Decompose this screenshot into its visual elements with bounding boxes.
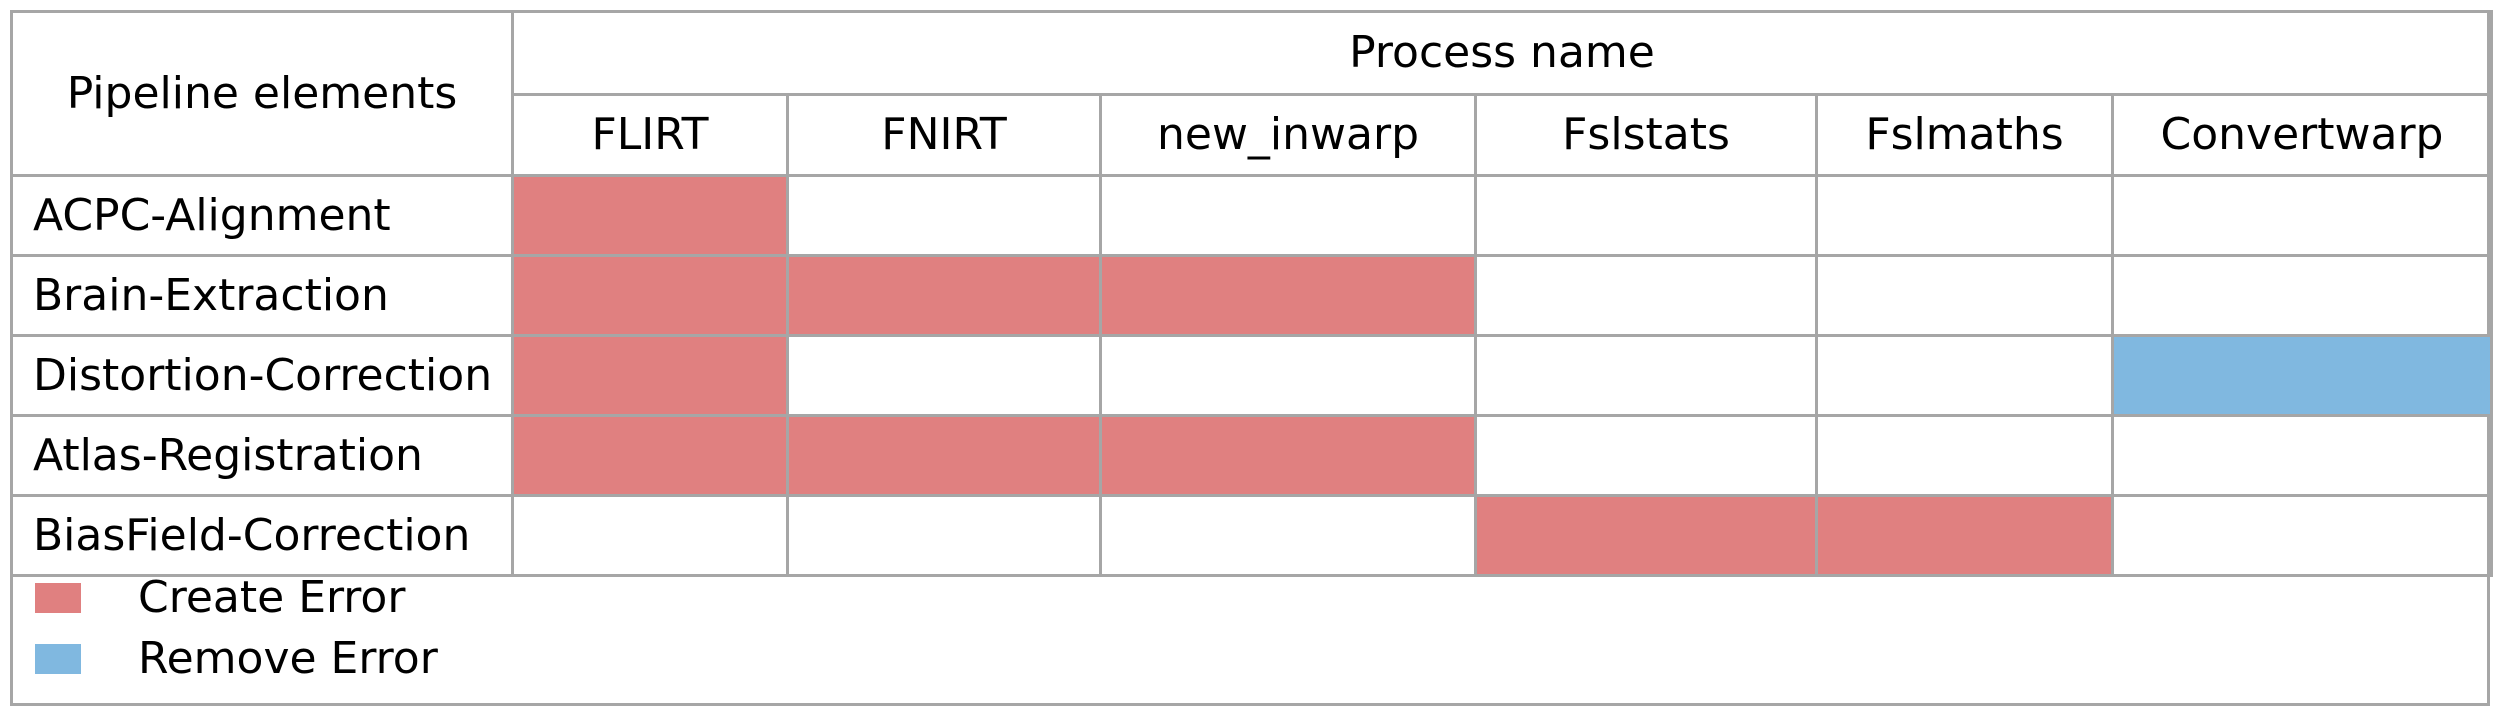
column-header-flirt: FLIRT <box>511 93 789 177</box>
matrix-cell <box>2111 414 2493 497</box>
matrix-cell <box>2111 334 2493 417</box>
matrix-cell <box>1099 334 1477 417</box>
column-header-fslmaths: Fslmaths <box>1815 93 2114 177</box>
table-row: Brain-Extraction <box>10 254 2493 337</box>
table-row: Atlas-Registration <box>10 414 2493 497</box>
matrix-cell <box>511 414 789 497</box>
matrix-cell <box>1474 494 1818 577</box>
row-label-biasfield-correction: BiasField-Correction <box>10 494 514 577</box>
matrix-cell <box>511 334 789 417</box>
matrix-cell <box>786 414 1102 497</box>
table-row: BiasField-Correction <box>10 494 2493 577</box>
matrix-cell <box>511 174 789 257</box>
matrix-cell <box>1099 414 1477 497</box>
row-label-acpc-alignment: ACPC-Alignment <box>10 174 514 257</box>
matrix-cell <box>1474 334 1818 417</box>
matrix-cell <box>2111 174 2493 257</box>
legend-item-remove-error: Remove Error <box>35 629 438 689</box>
matrix-cell <box>1474 254 1818 337</box>
matrix-cell <box>1815 414 2114 497</box>
matrix-cell <box>2111 254 2493 337</box>
legend-item-create-error: Create Error <box>35 568 405 628</box>
process-name-header: Process name <box>511 10 2493 96</box>
matrix-cell <box>511 494 789 577</box>
matrix-cell <box>1474 174 1818 257</box>
column-header-fslstats: Fslstats <box>1474 93 1818 177</box>
error-matrix-table: Pipeline elements Process name FLIRT FNI… <box>10 10 2493 577</box>
remove-error-swatch <box>35 644 81 674</box>
matrix-cell <box>1099 254 1477 337</box>
matrix-cell <box>1815 254 2114 337</box>
pipeline-elements-header: Pipeline elements <box>10 10 514 177</box>
matrix-cell <box>1815 334 2114 417</box>
matrix-cell <box>1815 494 2114 577</box>
matrix-cell <box>1099 174 1477 257</box>
table-row: ACPC-Alignment <box>10 174 2493 257</box>
legend-label: Remove Error <box>138 633 438 684</box>
matrix-cell <box>786 334 1102 417</box>
matrix-cell <box>2111 494 2493 577</box>
matrix-cell <box>786 494 1102 577</box>
matrix-cell <box>1815 174 2114 257</box>
legend-label: Create Error <box>138 572 406 623</box>
column-header-fnirt: FNIRT <box>786 93 1102 177</box>
matrix-cell <box>786 254 1102 337</box>
row-label-brain-extraction: Brain-Extraction <box>10 254 514 337</box>
table-row: Distortion-Correction <box>10 334 2493 417</box>
legend: Create Error Remove Error <box>10 561 2490 706</box>
matrix-cell <box>786 174 1102 257</box>
column-header-new-inwarp: new_inwarp <box>1099 93 1477 177</box>
row-label-distortion-correction: Distortion-Correction <box>10 334 514 417</box>
matrix-cell <box>511 254 789 337</box>
column-header-convertwarp: Convertwarp <box>2111 93 2493 177</box>
matrix-cell <box>1474 414 1818 497</box>
create-error-swatch <box>35 583 81 613</box>
matrix-cell <box>1099 494 1477 577</box>
row-label-atlas-registration: Atlas-Registration <box>10 414 514 497</box>
